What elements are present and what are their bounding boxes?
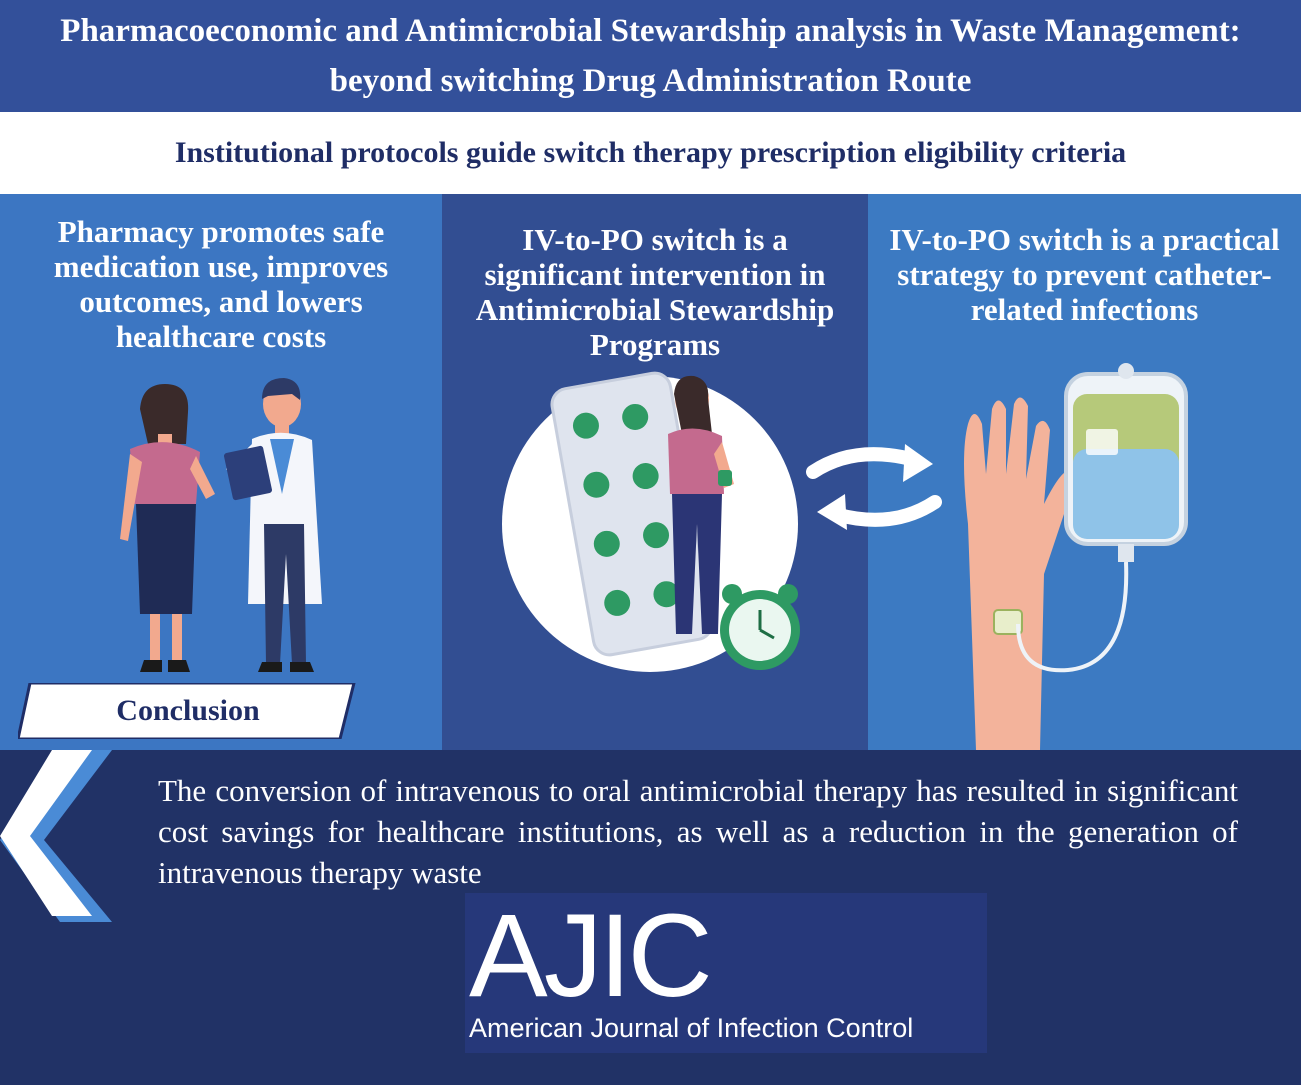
panel-catheter-text: IV-to-PO switch is a practical strategy …	[889, 222, 1280, 327]
panel-stewardship-text: IV-to-PO switch is a significant interve…	[475, 222, 835, 362]
page-subtitle: Institutional protocols guide switch the…	[0, 112, 1301, 194]
chevron-left-icon	[0, 750, 112, 922]
journal-logo: AJIC American Journal of Infection Contr…	[465, 893, 987, 1053]
panel-stewardship: IV-to-PO switch is a significant interve…	[442, 194, 868, 750]
patient-figure	[120, 384, 215, 672]
panel-catheter: IV-to-PO switch is a practical strategy …	[868, 194, 1301, 750]
conclusion-tag-shape	[18, 683, 356, 739]
conclusion-label: Conclusion	[116, 694, 260, 727]
iv-bag-arm-illustration	[964, 363, 1188, 750]
logo-mark: AJIC	[469, 890, 713, 1022]
pills-woman-clock-illustration	[502, 371, 800, 672]
panel-pharmacy: Pharmacy promotes safe medication use, i…	[0, 194, 442, 750]
switch-arrows-icon	[806, 444, 942, 530]
iv-bag-icon	[1016, 363, 1188, 673]
patient-doctor-illustration	[120, 378, 322, 672]
page-title: Pharmacoeconomic and Antimicrobial Stewa…	[0, 0, 1301, 112]
alarm-clock-icon	[720, 584, 800, 670]
conclusion-tag: Conclusion	[18, 683, 356, 739]
woman-figure	[668, 375, 734, 634]
conclusion-text: The conversion of intravenous to oral an…	[158, 773, 1238, 890]
doctor-figure	[224, 378, 322, 672]
hand-arm-figure	[964, 397, 1075, 750]
panel-pharmacy-text: Pharmacy promotes safe medication use, i…	[53, 214, 389, 354]
logo-journal-name: American Journal of Infection Control	[469, 1013, 914, 1043]
